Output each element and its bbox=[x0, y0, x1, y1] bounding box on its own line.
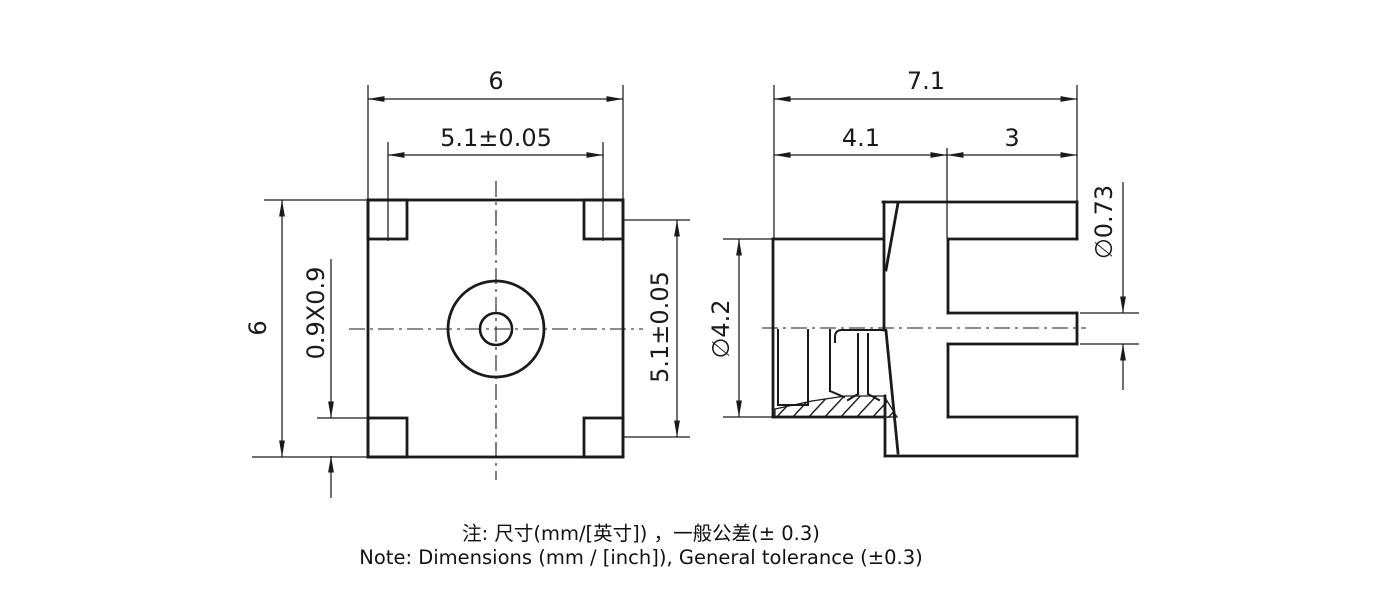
dim-front-width-label: 6 bbox=[488, 67, 503, 95]
contact-taper-right bbox=[884, 201, 900, 272]
dim-side-leg-label: 3 bbox=[1004, 124, 1019, 152]
outer-circle bbox=[446, 279, 546, 379]
dim-side-total-label: 7.1 bbox=[907, 67, 945, 95]
socket-contact-top bbox=[834, 329, 887, 343]
dim-front-pad-pitch-h-label: 5.1±0.05 bbox=[440, 124, 552, 152]
dim-front-height-label: 6 bbox=[244, 320, 272, 335]
dim-side-pin-diameter: ∅0.73 bbox=[1080, 182, 1139, 390]
corner-pad-bottom-left bbox=[366, 416, 409, 459]
section-boundary bbox=[774, 395, 899, 418]
front-view: 6 5.1±0.05 6 0.9X0.9 5.1±0.0 bbox=[244, 67, 690, 498]
side-view: 7.1 4.1 3 ∅4.2 ∅0.73 bbox=[707, 67, 1139, 458]
dim-side-body-diameter: ∅4.2 bbox=[707, 238, 772, 418]
notes-block: 注: 尺寸(mm/[英寸]) ，一般公差(± 0.3) Note: Dimens… bbox=[359, 522, 922, 569]
dim-front-pad-pitch-h: 5.1±0.05 bbox=[387, 124, 604, 241]
side-view-internal-section bbox=[774, 329, 899, 418]
dim-side-body-label: 4.1 bbox=[842, 124, 880, 152]
dim-side-body-and-leg: 4.1 3 bbox=[774, 124, 1077, 238]
socket-contact-flare bbox=[846, 392, 860, 402]
dim-front-pad-size-label: 0.9X0.9 bbox=[302, 267, 330, 360]
dim-front-height: 6 bbox=[244, 199, 367, 458]
side-view-body bbox=[771, 200, 1079, 458]
center-pin-hole bbox=[478, 311, 514, 347]
dim-front-pad-pitch-v: 5.1±0.05 bbox=[624, 219, 690, 438]
dim-front-pad-size: 0.9X0.9 bbox=[302, 259, 367, 498]
corner-pad-bottom-right bbox=[582, 416, 625, 459]
dim-side-body-diameter-label: ∅4.2 bbox=[707, 299, 735, 358]
dim-side-total: 7.1 bbox=[773, 67, 1078, 238]
note-line-chinese: 注: 尺寸(mm/[英寸]) ，一般公差(± 0.3) bbox=[462, 522, 820, 545]
front-view-centerlines bbox=[349, 181, 643, 480]
body-square bbox=[366, 198, 625, 459]
dim-side-pin-diameter-label: ∅0.73 bbox=[1090, 185, 1118, 259]
note-line-english: Note: Dimensions (mm / [inch]), General … bbox=[359, 546, 922, 569]
dim-front-pad-pitch-v-label: 5.1±0.05 bbox=[646, 271, 674, 383]
contact-foot-slant bbox=[884, 329, 900, 455]
socket-contact-flare bbox=[866, 392, 881, 402]
dim-front-width: 6 bbox=[367, 67, 624, 199]
